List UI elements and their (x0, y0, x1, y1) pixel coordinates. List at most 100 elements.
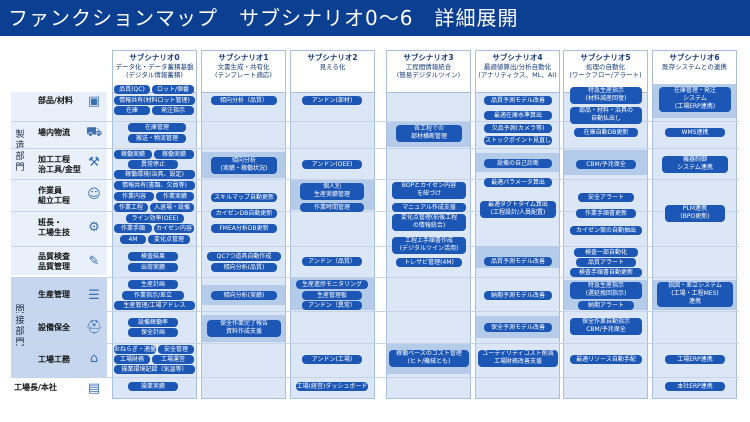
function-chip[interactable]: 傾向分析（品質） (211, 96, 277, 105)
function-chip[interactable]: 保全計画 (128, 328, 178, 337)
function-chip[interactable]: おねらぎ・適量 (114, 345, 156, 354)
function-chip[interactable]: アンドン(部材) (302, 96, 362, 105)
function-chip[interactable]: 作業手順書更新 (576, 209, 636, 218)
function-chip[interactable]: 部品・材料・治具の 自動払出し (570, 107, 642, 124)
function-chip[interactable]: 最適在庫水準算出 (484, 111, 552, 120)
function-chip[interactable]: 操業実績 (128, 382, 178, 391)
function-chip[interactable]: トレサビ管理(4M) (396, 258, 462, 267)
function-chip[interactable]: 作業実績 (156, 192, 194, 201)
function-chip[interactable]: 異常停止 (128, 160, 178, 169)
row-divider (11, 277, 739, 278)
function-chip[interactable]: 在庫 (114, 106, 150, 115)
function-chip[interactable]: 設備稼働率 (128, 318, 178, 327)
function-chip[interactable]: 稼働実績 (154, 150, 194, 159)
column-scenario-4 (475, 50, 560, 399)
function-chip[interactable]: 工場財務 (114, 355, 150, 364)
function-chip[interactable]: 情報共有(材料ロット管理) (114, 96, 195, 105)
function-chip[interactable]: スキルマップ自動更新 (211, 193, 277, 202)
function-chip[interactable]: 各工程での 部材横断管理 (396, 125, 462, 142)
function-chip[interactable]: 在庫自動DB更新 (574, 128, 638, 137)
function-chip[interactable]: 工場(経営)ダッシュボード (296, 382, 368, 391)
function-chip[interactable]: 本社ERP連携 (665, 382, 725, 391)
function-chip[interactable]: 稼働実績 (114, 150, 152, 159)
function-chip[interactable]: 在庫管理・発注 システム (工場ERP連携) (659, 87, 731, 112)
function-chip[interactable]: 欠品予測(カメラ等) (484, 124, 552, 133)
factory-icon: ⌂ (89, 351, 99, 366)
function-chip[interactable]: 品質(QC) (114, 85, 150, 94)
machining-icon: ⚒ (88, 155, 100, 170)
function-chip[interactable]: カイゼンDB自動更新 (211, 209, 277, 218)
function-chip[interactable]: 特急生産指示 (材料減産回復) (570, 87, 642, 104)
function-chip[interactable]: 工場ERP連携 (665, 355, 725, 364)
function-chip[interactable]: 指図・差立システム (工場・工程MES) 連携 (657, 282, 733, 307)
function-chip[interactable]: ストックポイント見直し (484, 136, 552, 145)
function-chip[interactable]: QC7つ道具自動作成 (207, 252, 281, 261)
function-chip[interactable]: 作業手順 (114, 224, 152, 233)
function-chip[interactable]: 発注指示 (152, 106, 194, 115)
function-chip[interactable]: 稼働ベースのコスト管理 (ヒト/機械とも) (389, 350, 469, 367)
function-chip[interactable]: 機器制御 システム連携 (662, 156, 728, 173)
function-chip[interactable]: 生産計画 (128, 280, 178, 289)
function-chip[interactable]: 品質予測モデル改善 (484, 257, 552, 266)
forklift-icon: ⛟ (86, 125, 103, 140)
function-chip[interactable]: 傾向分析(実績) (211, 291, 277, 300)
function-chip[interactable]: 在庫管理 (128, 123, 186, 132)
function-chip[interactable]: 最適タクトタイム算出 (工程設計/人員配置) (480, 201, 556, 218)
function-chip[interactable]: 搬送・物流管理 (128, 134, 186, 143)
function-chip[interactable]: 作業工程 (114, 203, 148, 212)
function-chip[interactable]: カイゼン内容 (154, 224, 194, 233)
function-chip[interactable]: 保全作業自動指示 CBM/予兆保全 (570, 318, 642, 335)
function-chip[interactable]: BOPとカイゼン内容 を紐づけ (392, 182, 466, 199)
function-chip[interactable]: 情報共有(書類、欠員等) (114, 181, 195, 190)
function-chip[interactable]: 特急生産指示 (遅延挽回指示) (570, 282, 642, 299)
function-chip[interactable]: 稼働環境(治具、設定) (114, 170, 195, 179)
function-chip[interactable]: 納期予測モデル改善 (484, 291, 552, 300)
function-chip[interactable]: 4M (120, 235, 146, 244)
function-chip[interactable]: 変化点管理(前後工程 の情報統合) (392, 214, 466, 231)
function-chip[interactable]: FMEA分析DB更新 (211, 224, 277, 233)
function-chip[interactable]: 生産管理/工場アドレス (114, 301, 195, 310)
function-chip[interactable]: ロット/個番 (152, 85, 194, 94)
function-chip[interactable]: カイゼン案の自動抽出 (570, 226, 642, 235)
function-chip[interactable]: ライン効率(OEE) (126, 214, 184, 223)
function-chip[interactable]: 最適リソース自動手配 (570, 355, 642, 364)
function-chip[interactable]: 工場運営 (152, 355, 194, 364)
function-chip[interactable]: 操業環境記録（気温等） (114, 365, 195, 374)
function-chip[interactable]: 安全管理 (158, 345, 194, 354)
row-label-parts: 部品/材料 (38, 96, 73, 105)
function-chip[interactable]: アンドン（品質） (302, 257, 362, 266)
function-chip[interactable]: 納期アラート (578, 301, 634, 310)
function-chip[interactable]: CBM/予兆保全 (576, 160, 636, 169)
function-chip[interactable]: 生産管理板 (302, 291, 362, 300)
function-chip[interactable]: 傾向分析(品質) (211, 263, 277, 272)
function-chip[interactable]: 検査結果 (128, 252, 178, 261)
function-chip[interactable]: 生産進捗モニタリング (296, 280, 368, 289)
function-chip[interactable]: 入退場・設備 (150, 203, 194, 212)
function-chip[interactable]: 工程上手順書作成 (デジタルツイン活用) (392, 237, 466, 254)
function-chip[interactable]: ユーティリティコスト削減 工場財務改善支援 (478, 350, 558, 367)
function-chip[interactable]: 品質アラート (576, 258, 636, 267)
function-chip[interactable]: アンドン（異常） (302, 301, 362, 310)
function-chip[interactable]: 設備の自己診断 (484, 159, 552, 168)
function-chip[interactable]: アンドン(工場) (302, 355, 362, 364)
function-chip[interactable]: PLM連携 (BPO更新) (665, 205, 725, 222)
function-chip[interactable]: 保全予測モデル改善 (484, 323, 552, 332)
function-chip[interactable]: 検査一部自動化 (574, 248, 638, 257)
function-chip[interactable]: 作業時間管理 (300, 203, 364, 212)
function-chip[interactable]: 安全アラート (578, 193, 634, 202)
function-chip[interactable]: 傾向分析 (実績・稼働状況) (211, 157, 277, 174)
function-chip[interactable]: マニュアル作成支援 (392, 203, 466, 212)
function-chip[interactable]: 品質予測モデル改善 (484, 96, 552, 105)
function-chip[interactable]: 作業内容 (114, 192, 154, 201)
function-chip[interactable]: 変化点管理 (148, 235, 190, 244)
function-chip[interactable]: WMS連携 (665, 128, 725, 137)
function-chip[interactable]: 出荷実績 (128, 263, 178, 272)
function-chip[interactable]: 検査手順書自動更新 (570, 268, 642, 277)
function-chip[interactable]: 保全作業完了報告 資料作成支援 (207, 320, 281, 337)
function-chip[interactable]: 作業指示/差立 (122, 291, 184, 300)
function-chip[interactable]: アンドン(OEE) (302, 160, 362, 169)
function-chip[interactable]: 最適パラメータ算出 (484, 178, 552, 187)
function-chip[interactable]: 個人別 生産実績管理 (300, 183, 364, 200)
